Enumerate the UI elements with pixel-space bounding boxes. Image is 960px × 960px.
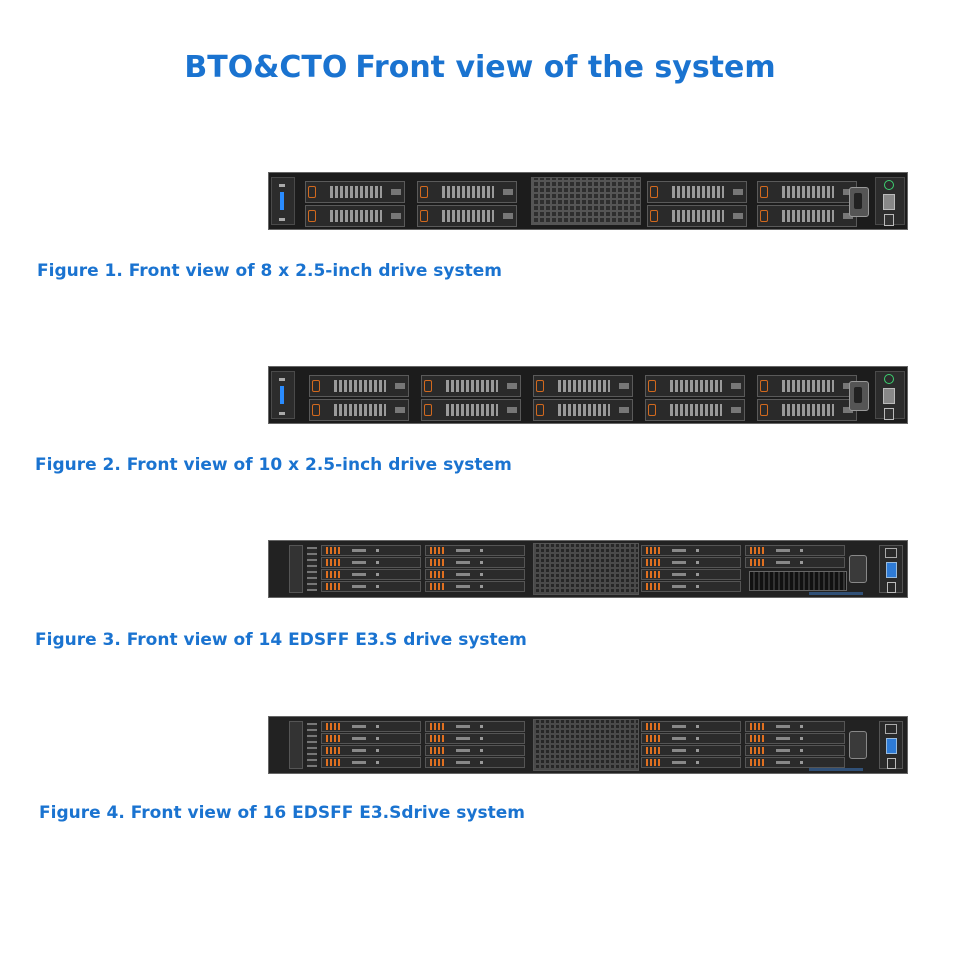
left-bezel xyxy=(289,721,303,769)
chassis-trim xyxy=(809,768,863,771)
edsff-drive xyxy=(745,545,845,556)
drive-bay xyxy=(533,399,633,421)
drive-bay xyxy=(417,205,517,227)
edsff-drive xyxy=(321,569,421,580)
usb-port-icon xyxy=(883,388,895,404)
drive-bay xyxy=(647,181,747,203)
usb-c-port-icon xyxy=(884,214,894,226)
usb-c-port-icon xyxy=(887,758,896,769)
vga-port-icon xyxy=(849,731,867,759)
right-control-panel xyxy=(879,545,903,593)
left-control-panel xyxy=(271,177,295,225)
drive-bay xyxy=(757,375,857,397)
edsff-drive xyxy=(425,545,525,556)
page-title-main: Front view of the system xyxy=(355,50,776,85)
usb-c-port-icon xyxy=(884,408,894,420)
drive-bay xyxy=(309,375,409,397)
edsff-drive xyxy=(745,557,845,568)
drive-bay xyxy=(645,375,745,397)
right-control-panel xyxy=(875,177,905,226)
edsff-drive xyxy=(641,545,741,556)
drive-bay xyxy=(757,205,857,227)
edsff-drive xyxy=(321,581,421,592)
right-control-panel xyxy=(875,371,905,420)
edsff-drive xyxy=(641,557,741,568)
figure-3-caption: Figure 3. Front view of 14 EDSFF E3.S dr… xyxy=(35,630,527,650)
edsff-drive xyxy=(321,545,421,556)
edsff-drive xyxy=(641,581,741,592)
edsff-drive xyxy=(425,569,525,580)
usb-port-icon xyxy=(886,562,897,578)
power-button-icon xyxy=(884,374,894,384)
vent-panel xyxy=(533,543,639,595)
edsff-drive xyxy=(321,557,421,568)
edsff-drive xyxy=(321,721,421,732)
edsff-drive xyxy=(745,745,845,756)
left-control-panel xyxy=(271,371,295,419)
edsff-drive xyxy=(425,721,525,732)
drive-bay xyxy=(757,181,857,203)
edsff-drive xyxy=(641,745,741,756)
edsff-drive xyxy=(745,721,845,732)
edsff-drive xyxy=(425,745,525,756)
edsff-drive xyxy=(641,721,741,732)
edsff-drive xyxy=(321,733,421,744)
drive-bay xyxy=(305,205,405,227)
server-front-16-e3s-image xyxy=(268,716,908,774)
power-button-icon xyxy=(884,180,894,190)
vga-port-icon xyxy=(849,555,867,583)
status-strip xyxy=(307,723,317,767)
id-button-icon xyxy=(885,548,897,558)
server-front-14-e3s-image xyxy=(268,540,908,598)
edsff-drive xyxy=(641,733,741,744)
edsff-drive xyxy=(425,733,525,744)
edsff-drive xyxy=(641,757,741,768)
drive-bay xyxy=(645,399,745,421)
chassis-trim xyxy=(809,592,863,595)
edsff-drive xyxy=(745,733,845,744)
edsff-drive xyxy=(321,745,421,756)
drive-bay xyxy=(757,399,857,421)
edsff-drive xyxy=(425,557,525,568)
drive-bay xyxy=(533,375,633,397)
drive-bay xyxy=(647,205,747,227)
edsff-drive xyxy=(425,581,525,592)
usb-port-icon xyxy=(886,738,897,754)
drive-bay xyxy=(421,375,521,397)
vent-panel xyxy=(533,719,639,771)
vent-panel xyxy=(531,177,641,225)
figure-1-caption: Figure 1. Front view of 8 x 2.5-inch dri… xyxy=(37,261,502,281)
status-strip xyxy=(307,547,317,591)
blank-filler xyxy=(749,571,847,591)
edsff-drive xyxy=(745,757,845,768)
edsff-drive xyxy=(321,757,421,768)
figure-4-caption: Figure 4. Front view of 16 EDSFF E3.Sdri… xyxy=(39,803,525,823)
figure-2-caption: Figure 2. Front view of 10 x 2.5-inch dr… xyxy=(35,455,512,475)
page-title-prefix: BTO&CTO xyxy=(184,50,348,85)
id-button-icon xyxy=(885,724,897,734)
edsff-drive xyxy=(641,569,741,580)
usb-port-icon xyxy=(883,194,895,210)
edsff-drive xyxy=(425,757,525,768)
drive-bay xyxy=(309,399,409,421)
vga-port-icon xyxy=(849,381,869,411)
server-front-10x25-image xyxy=(268,366,908,424)
left-bezel xyxy=(289,545,303,593)
vga-port-icon xyxy=(849,187,869,217)
right-control-panel xyxy=(879,721,903,769)
server-front-8x25-image xyxy=(268,172,908,230)
drive-bay xyxy=(305,181,405,203)
usb-c-port-icon xyxy=(887,582,896,593)
drive-bay xyxy=(421,399,521,421)
drive-bay xyxy=(417,181,517,203)
